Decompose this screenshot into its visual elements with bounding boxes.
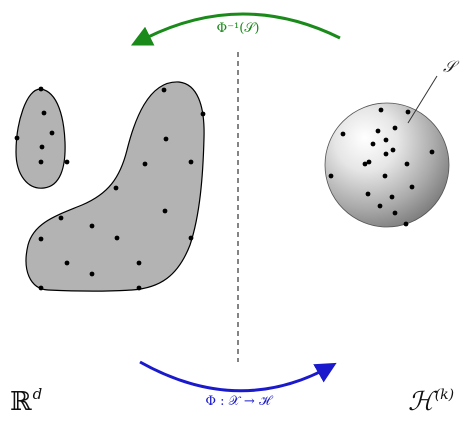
- data-point: [328, 173, 334, 179]
- data-point: [429, 149, 435, 155]
- data-point: [161, 87, 167, 93]
- data-point: [403, 221, 409, 227]
- data-point: [392, 210, 398, 216]
- data-point: [188, 159, 194, 165]
- data-point: [377, 203, 383, 209]
- forward-map-arrow: [139, 360, 337, 393]
- subset-pointer-line: [407, 75, 438, 124]
- small-region-blob: [15, 88, 66, 189]
- data-point: [390, 147, 396, 153]
- feature-sphere: [324, 102, 450, 228]
- data-point: [114, 235, 120, 241]
- data-point: [162, 208, 168, 214]
- data-point: [370, 141, 376, 147]
- data-point: [200, 111, 206, 117]
- data-point: [142, 161, 148, 167]
- data-point: [383, 151, 389, 157]
- data-point: [41, 110, 47, 116]
- data-point: [38, 86, 44, 92]
- data-point: [188, 235, 194, 241]
- data-point: [405, 109, 411, 115]
- data-point: [89, 223, 95, 229]
- data-point: [383, 137, 389, 143]
- data-point: [38, 159, 44, 165]
- data-point: [14, 135, 20, 141]
- input-space-label: ℝd: [10, 385, 42, 417]
- data-point: [64, 159, 70, 165]
- data-point: [58, 215, 64, 221]
- inverse-map-arrow: [130, 12, 341, 46]
- forward-map-label: Φ : 𝒳 → ℋ: [205, 394, 274, 409]
- feature-space-label: ℋ(k): [408, 387, 454, 417]
- data-point: [89, 271, 95, 277]
- feature-space-symbol: ℋ: [408, 387, 438, 417]
- data-point: [382, 173, 388, 179]
- large-region-points: [38, 87, 206, 291]
- data-point: [392, 125, 398, 131]
- input-space-dimension: d: [33, 385, 43, 403]
- data-point: [38, 285, 44, 291]
- input-space-symbol: ℝ: [10, 387, 32, 417]
- data-point: [136, 260, 142, 266]
- data-point: [375, 128, 381, 134]
- data-point: [409, 184, 415, 190]
- data-point: [404, 161, 410, 167]
- subset-label: 𝒮: [443, 57, 460, 76]
- data-point: [362, 161, 368, 167]
- data-point: [136, 285, 142, 291]
- data-point: [365, 191, 371, 197]
- data-point: [340, 131, 346, 137]
- data-point: [113, 185, 119, 191]
- data-point: [378, 107, 384, 113]
- data-point: [38, 236, 44, 242]
- feature-space-kernel-index: (k): [435, 387, 454, 403]
- data-point: [64, 260, 70, 266]
- data-point: [39, 144, 45, 150]
- sphere-points: [328, 107, 435, 227]
- data-point: [49, 130, 55, 136]
- data-point: [389, 194, 395, 200]
- inverse-map-label: Φ⁻¹(𝒮): [217, 21, 260, 36]
- data-point: [163, 136, 169, 142]
- data-point: [366, 159, 372, 165]
- small-region-points: [14, 86, 70, 165]
